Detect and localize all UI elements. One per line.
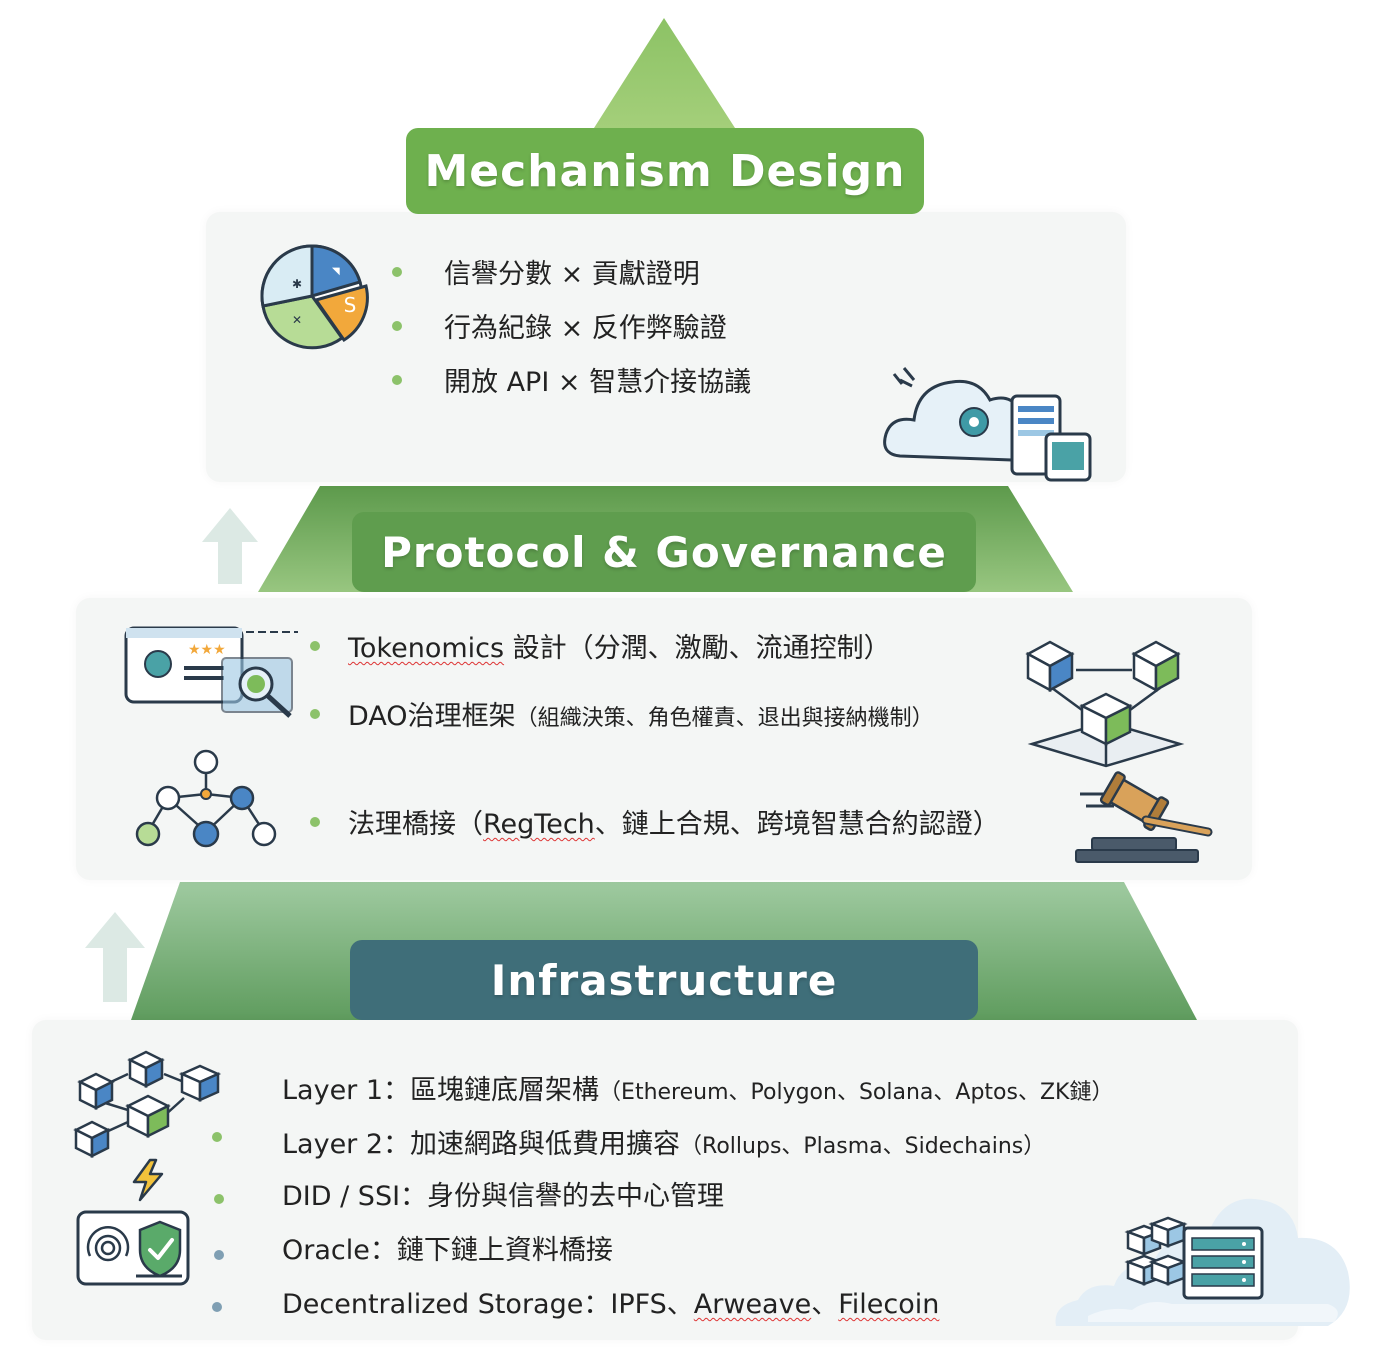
cube-network-icon: [1025, 640, 1185, 768]
infra-item-2-text: Layer 2：加速網路與低費用擴容: [282, 1129, 681, 1160]
protocol-item-3-pre: 法理橋接（: [348, 809, 483, 840]
infrastructure-panel: [32, 1020, 1298, 1340]
protocol-item-3-text: 、鏈上合規、跨境智慧合約認證）: [594, 809, 1000, 840]
list-item: DAO治理框架（組織決策、角色權責、退出與接納機制）: [310, 694, 934, 733]
protocol-item-2-detail: （組織決策、角色權責、退出與接納機制）: [515, 706, 934, 731]
infra-item-3: DID / SSI：身份與信譽的去中心管理: [282, 1181, 725, 1212]
profile-review-icon: ★★★: [124, 626, 298, 718]
svg-text:★★★: ★★★: [188, 642, 226, 658]
up-arrow-icon: [85, 912, 145, 1002]
infra-item-5-text: Decentralized Storage：IPFS、: [282, 1289, 694, 1320]
filecoin-term: Filecoin: [838, 1289, 940, 1320]
list-item: DID / SSI：身份與信譽的去中心管理: [282, 1174, 724, 1213]
identity-shield-icon: [76, 1210, 190, 1286]
mechanism-item-2: 行為紀錄 × 反作弊驗證: [444, 313, 727, 344]
mechanism-item-1: 信譽分數 × 貢獻證明: [444, 259, 700, 290]
svg-text:◥: ◥: [332, 266, 340, 277]
list-item: Decentralized Storage：IPFS、Arweave、Filec…: [282, 1282, 939, 1321]
list-item: 開放 API × 智慧介接協議: [392, 360, 751, 399]
list-item: 法理橋接（RegTech、鏈上合規、跨境智慧合約認證）: [310, 802, 1000, 841]
list-item: 信譽分數 × 貢獻證明: [392, 252, 700, 291]
gavel-icon: [1075, 771, 1213, 863]
bullet-dot: [310, 640, 320, 651]
network-nodes-icon: [135, 749, 277, 848]
list-item: Tokenomics 設計（分潤、激勵、流通控制）: [310, 626, 891, 665]
bullet-dot: [310, 816, 320, 827]
infrastructure-banner: Infrastructure: [350, 940, 978, 1020]
bullet-dot: [310, 708, 320, 719]
infra-item-1: Layer 1：區塊鏈底層架構（Ethereum、Polygon、Solana、…: [282, 1068, 1113, 1107]
bullet-dot: [392, 374, 402, 385]
lightning-icon: [132, 1158, 164, 1202]
bullet-dot: [212, 1302, 222, 1312]
protocol-item-1: Tokenomics 設計（分潤、激勵、流通控制）: [348, 626, 891, 665]
mechanism-design-banner: Mechanism Design: [406, 128, 924, 214]
bullet-dot: [214, 1194, 224, 1204]
protocol-item-3: 法理橋接（RegTech、鏈上合規、跨境智慧合約認證）: [348, 802, 1000, 841]
infra-item-1-detail: （Ethereum、Polygon、Solana、Aptos、ZK鏈）: [599, 1080, 1114, 1105]
list-item: Oracle：鏈下鏈上資料橋接: [282, 1228, 613, 1267]
infra-item-2-detail: （Rollups、Plasma、Sidechains）: [680, 1134, 1046, 1159]
protocol-governance-banner: Protocol & Governance: [352, 512, 976, 592]
regtech-term: RegTech: [483, 809, 595, 840]
pyramid-apex: [594, 18, 735, 128]
cloud-devices-icon: [883, 367, 1092, 482]
infra-item-5: Decentralized Storage：IPFS、Arweave、Filec…: [282, 1282, 939, 1321]
protocol-item-2: DAO治理框架（組織決策、角色權責、退出與接納機制）: [348, 694, 934, 733]
arweave-term: Arweave: [693, 1289, 812, 1320]
tokenomics-term: Tokenomics: [348, 633, 505, 664]
cloud-storage-icon: [1055, 1198, 1350, 1326]
bullet-dot: [392, 320, 402, 331]
list-item: 行為紀錄 × 反作弊驗證: [392, 306, 727, 345]
infra-item-5-sep: 、: [811, 1289, 839, 1320]
pie-chart-icon: S ✱ ✕ ◥: [260, 244, 369, 350]
list-item: Layer 1：區塊鏈底層架構（Ethereum、Polygon、Solana、…: [282, 1068, 1113, 1107]
protocol-item-1-text: 設計（分潤、激勵、流通控制）: [504, 633, 891, 664]
svg-text:✱: ✱: [292, 277, 302, 291]
bullet-dot: [214, 1250, 224, 1260]
list-item: Layer 2：加速網路與低費用擴容（Rollups、Plasma、Sidech…: [282, 1122, 1045, 1161]
infra-item-1-text: Layer 1：區塊鏈底層架構: [282, 1075, 600, 1106]
pie-label: S: [344, 293, 357, 317]
up-arrow-icon: [202, 508, 258, 584]
infra-item-4: Oracle：鏈下鏈上資料橋接: [282, 1235, 613, 1266]
infra-item-2: Layer 2：加速網路與低費用擴容（Rollups、Plasma、Sidech…: [282, 1122, 1045, 1161]
protocol-item-2-text: DAO治理框架: [348, 701, 516, 732]
bullet-dot: [392, 266, 402, 277]
bullet-dot: [212, 1132, 222, 1142]
svg-text:✕: ✕: [292, 313, 302, 327]
blockchain-icon: [73, 1050, 222, 1159]
mechanism-item-3: 開放 API × 智慧介接協議: [444, 367, 752, 398]
